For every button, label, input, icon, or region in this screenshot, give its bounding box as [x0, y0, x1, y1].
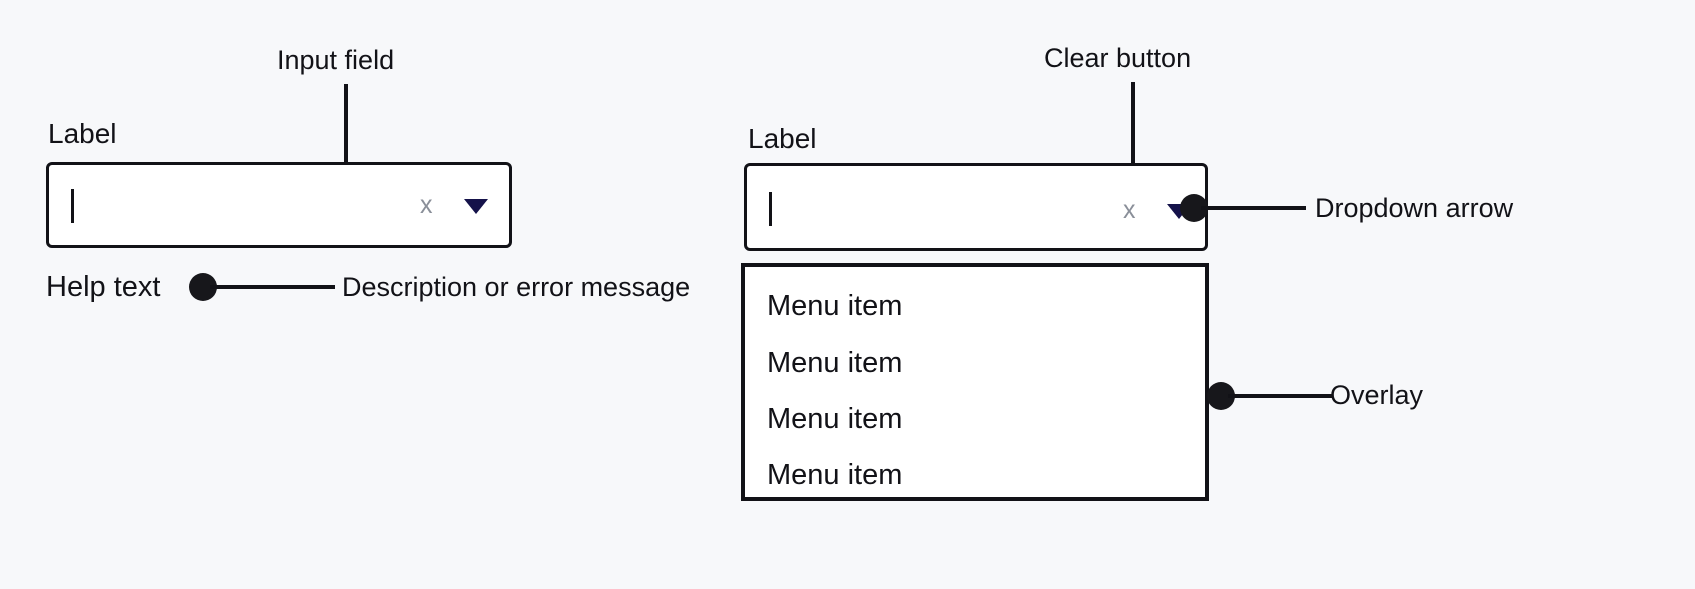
callout-leader-help-text — [210, 285, 335, 289]
callout-label-overlay: Overlay — [1330, 380, 1424, 410]
left-text-caret — [71, 189, 74, 223]
callout-leader-overlay — [1228, 394, 1333, 398]
callout-label-input-field: Input field — [277, 45, 395, 75]
menu-item[interactable]: Menu item — [767, 347, 903, 379]
menu-item[interactable]: Menu item — [767, 459, 903, 491]
left-combobox[interactable]: x — [46, 162, 512, 248]
callout-leader-input-field — [344, 84, 348, 182]
right-field-label: Label — [748, 123, 817, 154]
left-field-label: Label — [48, 118, 117, 149]
right-combobox[interactable]: x — [744, 163, 1208, 251]
callout-label-dropdown-arrow: Dropdown arrow — [1315, 193, 1514, 223]
clear-icon[interactable]: x — [1123, 196, 1136, 224]
callout-label-clear-button: Clear button — [1044, 43, 1192, 73]
chevron-down-icon[interactable] — [464, 199, 488, 214]
callout-leader-dropdown-arrow — [1201, 206, 1306, 210]
menu-item[interactable]: Menu item — [767, 290, 903, 322]
dropdown-overlay-panel[interactable]: Menu item Menu item Menu item Menu item — [741, 263, 1209, 501]
callout-leader-clear-button — [1131, 82, 1135, 178]
callout-label-description: Description or error message — [342, 272, 691, 302]
left-help-text: Help text — [46, 271, 161, 303]
menu-item[interactable]: Menu item — [767, 403, 903, 435]
clear-icon[interactable]: x — [420, 191, 433, 219]
right-text-caret — [769, 192, 772, 226]
